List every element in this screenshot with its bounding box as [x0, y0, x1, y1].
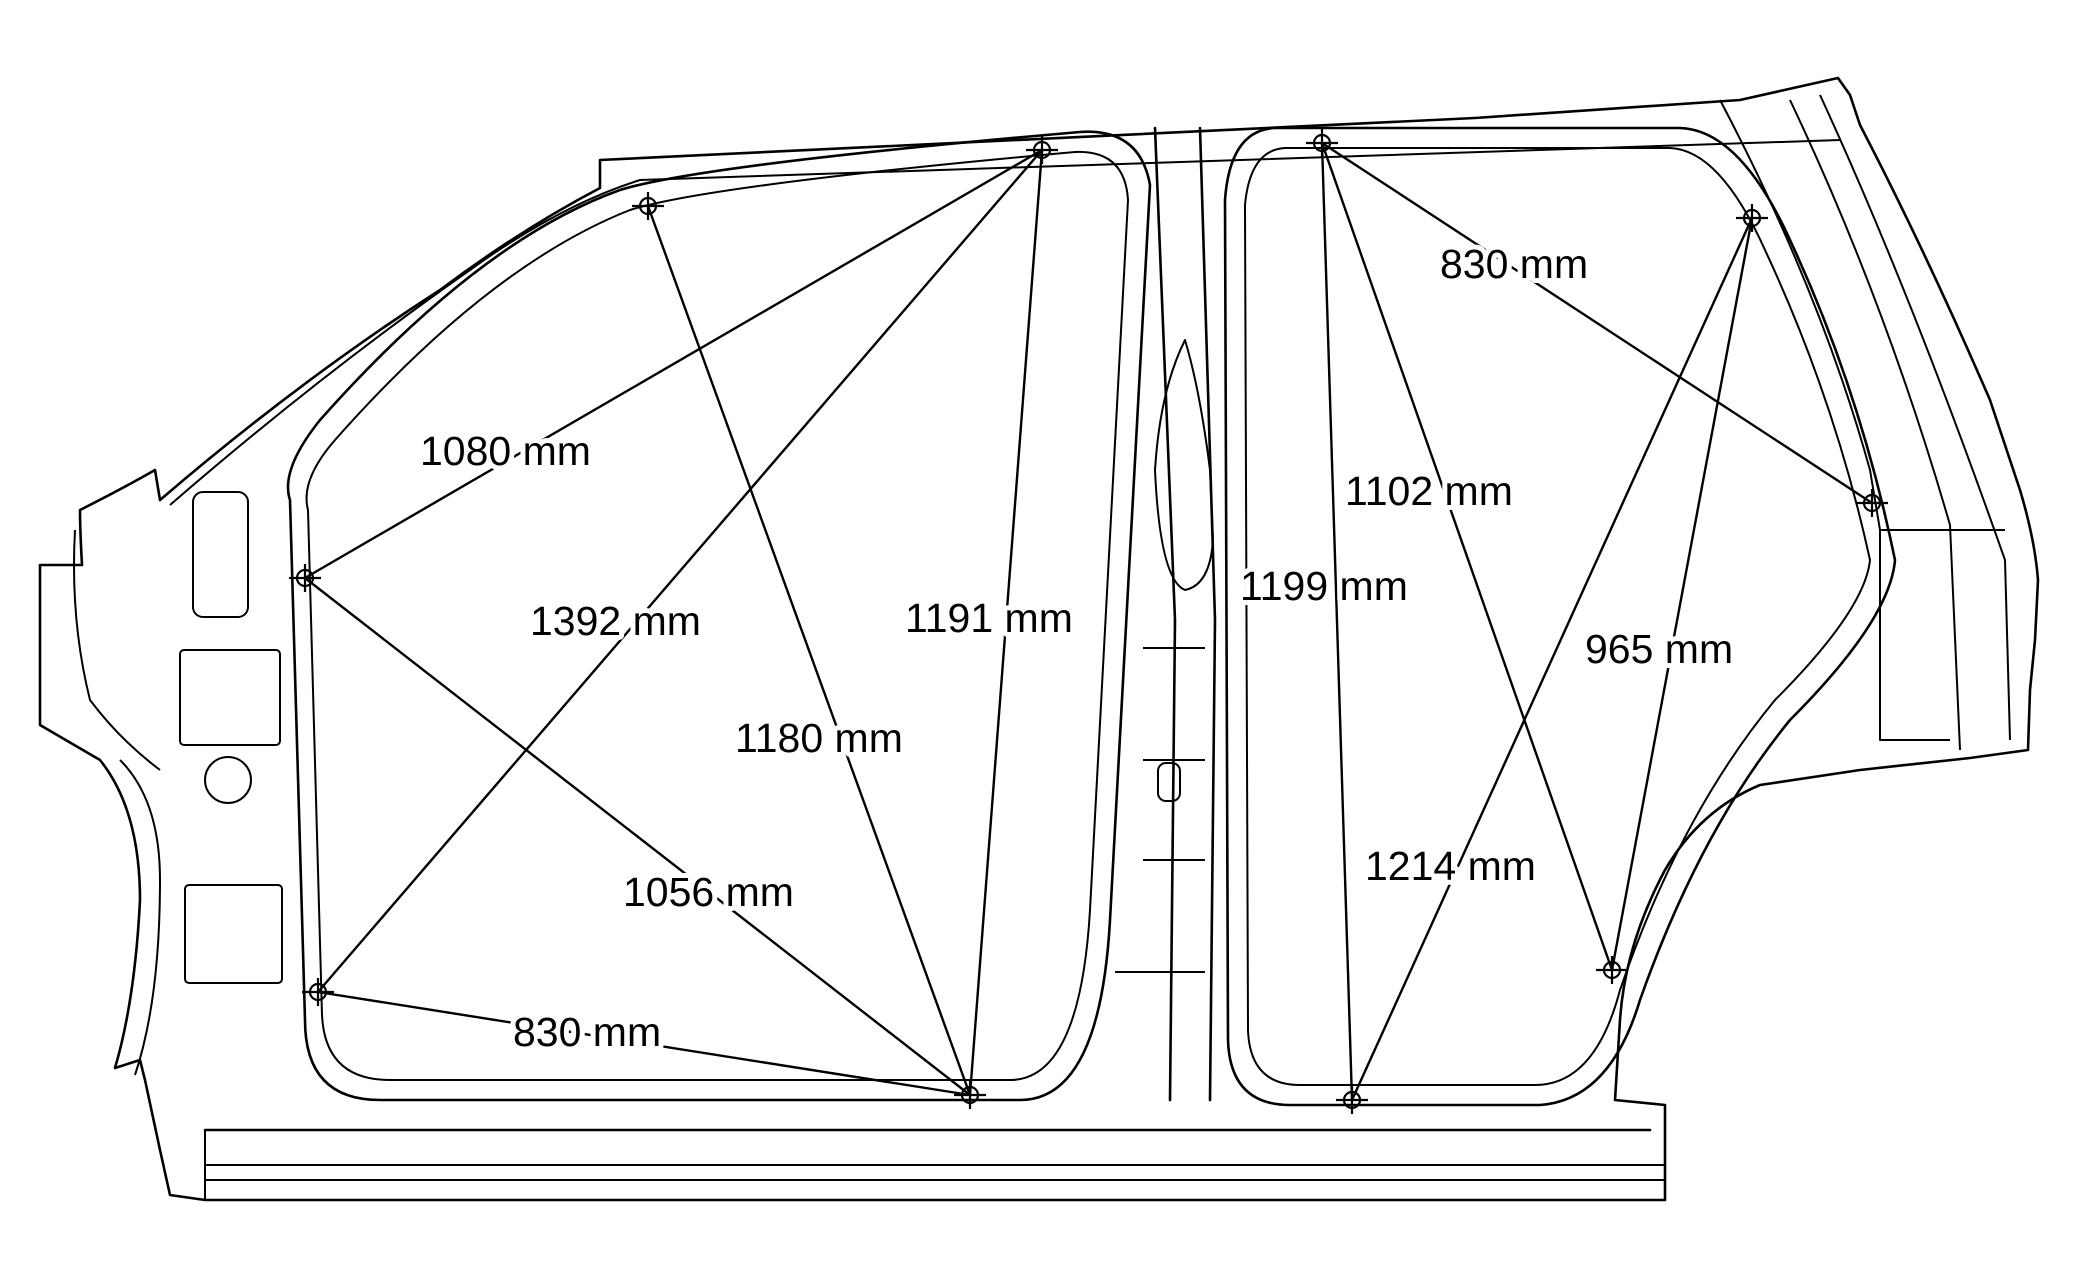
reference-point-g: [1736, 204, 1768, 232]
line-front-1180: [646, 205, 972, 1096]
rear-door-opening: [1223, 126, 1897, 1107]
line-front-1392: [317, 149, 1043, 993]
front-door-opening: [286, 130, 1152, 1102]
line-rear-1102: [1320, 142, 1614, 971]
reference-point-f: [1306, 129, 1338, 157]
reference-point-a: [632, 192, 664, 220]
label-front-1180: 1180 mm: [735, 715, 903, 761]
label-rear-top-830: 830 mm: [1440, 241, 1588, 287]
line-front-bottom-830: [317, 990, 971, 1097]
label-front-1080: 1080 mm: [420, 428, 591, 474]
label-front-1056: 1056 mm: [623, 869, 794, 915]
line-front-1080: [304, 148, 1043, 580]
line-front-1056: [304, 577, 971, 1096]
label-front-1191: 1191 mm: [905, 595, 1073, 641]
reference-point-i: [1596, 956, 1628, 984]
label-rear-1102: 1102 mm: [1345, 468, 1513, 514]
line-rear-1214: [1350, 217, 1754, 1101]
label-rear-1214: 1214 mm: [1365, 843, 1536, 889]
measurement-labels: 1080 mm 1392 mm 1191 mm 1180 mm 1056 mm …: [415, 236, 1738, 1060]
reference-point-e: [954, 1081, 986, 1109]
reference-point-j: [1336, 1086, 1368, 1114]
line-rear-top-830: [1321, 141, 1873, 505]
label-rear-965: 965 mm: [1585, 626, 1733, 672]
measurement-points: [289, 129, 1888, 1114]
line-rear-1199: [1320, 142, 1354, 1101]
reference-point-b: [1026, 136, 1058, 164]
reference-point-c: [289, 564, 321, 592]
measurement-lines: [304, 141, 1873, 1101]
label-front-1392: 1392 mm: [530, 598, 701, 644]
reference-point-d: [302, 978, 334, 1006]
label-rear-1199: 1199 mm: [1240, 563, 1408, 609]
label-front-bottom-830: 830 mm: [513, 1009, 661, 1055]
reference-point-h: [1856, 489, 1888, 517]
line-rear-965: [1610, 217, 1754, 971]
body-side-panel: [38, 76, 2040, 1202]
line-front-1191: [968, 149, 1044, 1096]
